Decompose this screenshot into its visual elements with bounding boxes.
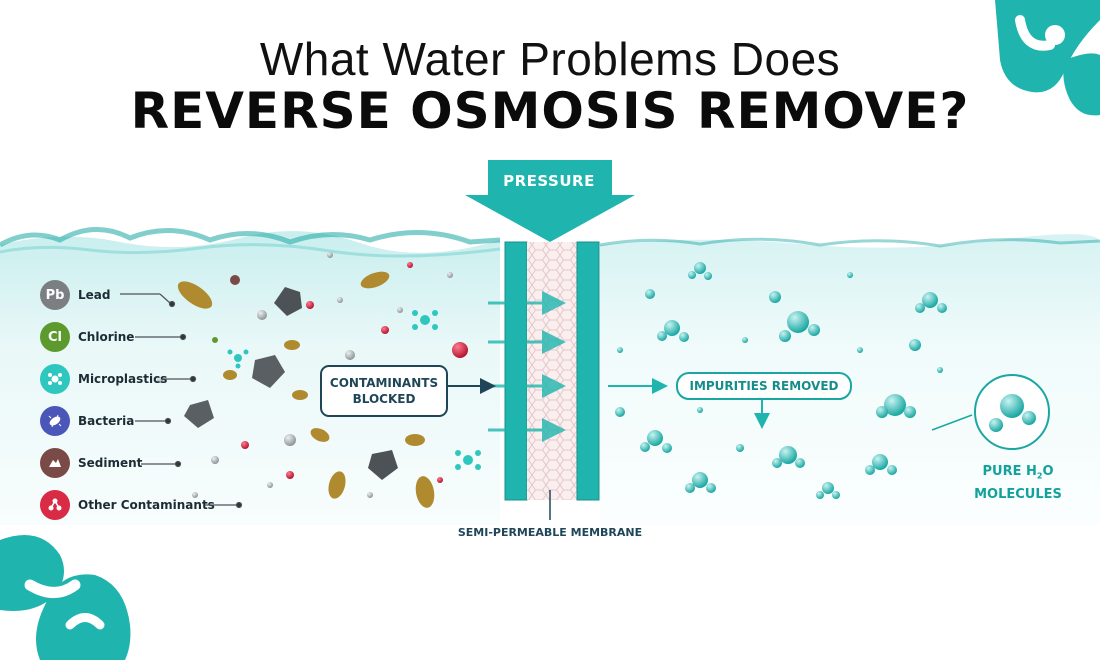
legend-label: Bacteria — [78, 414, 135, 428]
pressure-label: PRESSURE — [503, 172, 595, 190]
contaminants-blocked-callout: CONTAMINANTS BLOCKED — [320, 365, 448, 417]
legend-label: Lead — [78, 288, 111, 302]
water-molecules — [615, 262, 947, 499]
legend-item-lead: Pb Lead — [40, 280, 110, 310]
legend-label: Sediment — [78, 456, 143, 470]
lead-icon: Pb — [40, 280, 70, 310]
title-line-2: REVERSE OSMOSIS REMOVE? — [130, 82, 970, 140]
impurities-removed-callout: IMPURITIES REMOVED — [676, 372, 852, 400]
pure-subscript: 2 — [1036, 471, 1043, 481]
membrane-frame-right — [576, 241, 600, 501]
legend-item-microplastics: Microplastics — [40, 364, 167, 394]
wave-crest-right — [599, 237, 1100, 248]
legend-item-bacteria: Bacteria — [40, 406, 134, 436]
pure-line-2: MOLECULES — [974, 486, 1062, 502]
blocked-line-1: CONTAMINANTS — [329, 376, 439, 390]
membrane-core — [527, 242, 577, 500]
pressure-arrow — [465, 160, 635, 242]
legend-label: Chlorine — [78, 330, 135, 344]
legend-item-sediment: Sediment — [40, 448, 142, 478]
chlorine-icon: Cl — [40, 322, 70, 352]
contaminant-particles — [157, 252, 481, 508]
sediment-icon — [40, 448, 70, 478]
legend-leader-lines — [120, 293, 243, 509]
legend-label: Other Contaminants — [78, 498, 215, 512]
wave-crest-left — [0, 227, 501, 248]
membrane-frame-left — [504, 241, 528, 501]
contaminated-water — [0, 231, 500, 525]
blocked-line-2: BLOCKED — [352, 392, 416, 406]
microplastics-icon — [40, 364, 70, 394]
pure-prefix: PURE H — [982, 464, 1037, 479]
other-contaminants-icon — [40, 490, 70, 520]
brand-logo-top-right — [995, 0, 1100, 116]
title-line-1: What Water Problems Does — [259, 33, 841, 85]
pure-suffix: O — [1042, 464, 1054, 479]
legend-label: Microplastics — [78, 372, 168, 386]
pure-h2o-icon — [974, 374, 1050, 450]
pure-h2o-label: PURE H2O MOLECULES — [958, 463, 1078, 504]
bacteria-icon — [40, 406, 70, 436]
osmosis-diagram — [0, 160, 1100, 525]
legend-item-chlorine: Cl Chlorine — [40, 322, 134, 352]
legend-item-other: Other Contaminants — [40, 490, 215, 520]
brand-logo-bottom-left — [0, 535, 131, 660]
membrane-label: SEMI-PERMEABLE MEMBRANE — [457, 526, 643, 539]
